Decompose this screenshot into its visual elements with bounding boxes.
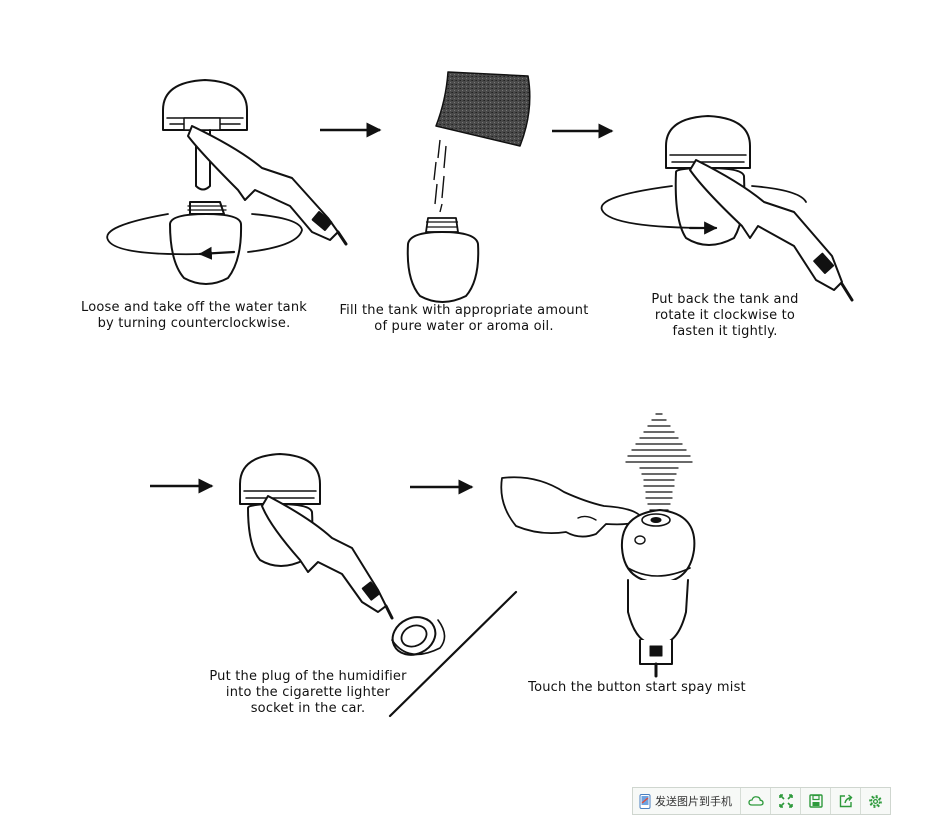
caption-line: into the cigarette lighter — [196, 685, 420, 701]
caption-line: Fill the tank with appropriate amount — [330, 303, 598, 319]
send-to-phone-button[interactable]: 发送图片到手机 — [633, 788, 741, 814]
caption-line: of pure water or aroma oil. — [330, 319, 598, 335]
fullscreen-button[interactable] — [771, 788, 801, 814]
caption-line: Touch the button start spay mist — [516, 680, 758, 696]
caption-line: fasten it tightly. — [630, 324, 820, 340]
caption-line: rotate it clockwise to — [630, 308, 820, 324]
send-to-phone-label: 发送图片到手机 — [655, 793, 732, 809]
caption-line: Loose and take off the water tank — [70, 300, 318, 316]
image-toolbar: 发送图片到手机 — [632, 787, 891, 815]
share-icon — [839, 794, 853, 808]
step-plug-in-caption: Put the plug of the humidifier into the … — [196, 669, 420, 717]
step-remove-tank-caption: Loose and take off the water tank by tur… — [70, 300, 318, 332]
save-icon — [809, 794, 823, 808]
fullscreen-icon — [779, 794, 793, 808]
settings-button[interactable] — [861, 788, 890, 814]
caption-line: Put back the tank and — [630, 292, 820, 308]
step-remove-tank-illustration — [107, 80, 346, 284]
caption-line: socket in the car. — [196, 701, 420, 717]
step-fill-tank-caption: Fill the tank with appropriate amount of… — [330, 303, 598, 335]
phone-icon — [639, 794, 651, 809]
step-fill-tank-illustration — [408, 72, 530, 302]
cloud-icon — [748, 795, 764, 807]
step-touch-button-caption: Touch the button start spay mist — [516, 680, 758, 696]
caption-line: Put the plug of the humidifier — [196, 669, 420, 685]
step-replace-tank-caption: Put back the tank and rotate it clockwis… — [630, 292, 820, 340]
settings-icon — [868, 794, 883, 809]
caption-line: by turning counterclockwise. — [70, 316, 318, 332]
step-replace-tank-illustration — [602, 116, 852, 300]
cloud-button[interactable] — [741, 788, 771, 814]
save-button[interactable] — [801, 788, 831, 814]
step-touch-button-illustration — [501, 414, 694, 676]
share-button[interactable] — [831, 788, 861, 814]
